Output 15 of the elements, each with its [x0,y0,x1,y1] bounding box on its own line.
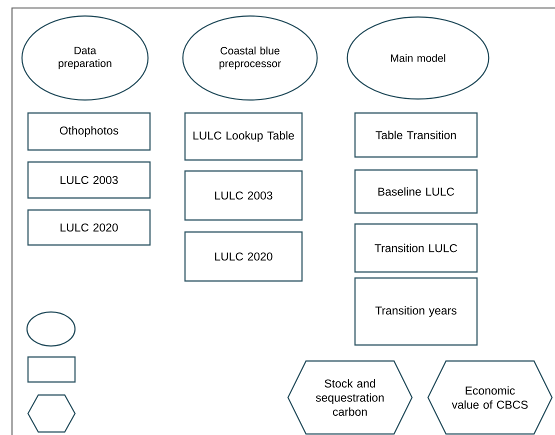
empty-ellipse [26,311,76,347]
process-box: LULC Lookup Table [184,112,303,161]
process-box: LULC 2003 [27,161,151,199]
empty-hexagon [27,394,76,433]
process-box: Table Transition [354,112,478,158]
process-box: Transition LULC [354,223,478,273]
output-hexagon: Stock and sequestration carbon [287,360,413,435]
output-hexagon: Economic value of CBCS [427,360,553,435]
process-box: Baseline LULC [354,169,478,214]
process-box: Transition years [354,277,478,346]
process-box: LULC 2003 [184,170,303,221]
process-box: Othophotos [27,112,151,151]
empty-box [27,356,76,383]
process-box: LULC 2020 [27,209,151,246]
process-box: LULC 2020 [184,231,303,282]
